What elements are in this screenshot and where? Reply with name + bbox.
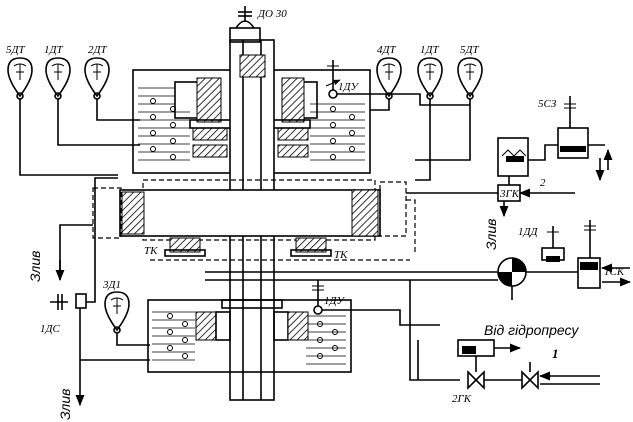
valve-1ds: 1ДС Злив [40,177,150,420]
gauge-3d1: 3Д1 [102,279,130,334]
label-vid-gidropresu: Від гідропресу [484,322,579,338]
label-zliv-mid: Злив [483,219,499,250]
label-5dt-left: 5ДТ [6,44,25,56]
label-3gk: 3ГК [499,188,520,200]
gauge-4dt-right: 4ДТ [376,44,402,100]
gauge-1dt-left: 1ДТ [44,44,71,100]
gauge-5dt-right: 5ДТ [457,44,483,100]
label-5dt-right: 5ДТ [460,44,479,56]
gauge-pipes [19,99,471,181]
valve-1sk: 1СК [577,220,632,289]
distributor-valve [497,257,578,300]
label-zliv-left: Злив [27,251,43,282]
valve-2gk: 2ГК 1 [417,339,600,405]
valve-3gk: 3ГК 2 Злив [406,176,575,250]
pressure-line [205,271,498,381]
label-1ds: 1ДС [40,323,60,335]
label-2dt-left: 2ДТ [88,44,107,56]
label-1du-top: 1ДУ [338,81,359,93]
gauge-5dt-left: 5ДТ [6,44,33,100]
label-1dd: 1ДД [518,226,538,238]
label-zliv-bottom: Злив [57,389,73,420]
valve-5sz: 5СЗ [497,96,613,182]
label-tk-left: ТК [144,245,158,257]
drain-left: Злив [27,224,93,282]
label-4dt-right: 4ДТ [377,44,396,56]
label-1dt-left: 1ДТ [44,44,63,56]
label-1: 1 [552,346,559,361]
label-2gk: 2ГК [452,393,472,405]
gauge-2dt-left: 2ДТ [84,44,110,100]
gauge-1dt-right: 1ДТ [417,44,443,100]
sensor-1du-bottom: 1ДУ [312,280,440,326]
label-3d1: 3Д1 [102,279,121,291]
label-2: 2 [540,177,546,189]
label-5sz: 5СЗ [538,98,557,110]
sensor-1dd: 1ДД [518,226,565,262]
upper-cylinder-block [132,69,371,174]
label-1du-bottom: 1ДУ [324,295,345,307]
label-tk-right: ТК [334,249,348,261]
valve-do30: ДО 30 [229,6,287,43]
roll-section: ТК ТК [92,179,416,261]
label-1dt-right: 1ДТ [420,44,439,56]
sensor-1du-top: 1ДУ [325,60,470,106]
label-do30: ДО 30 [257,8,287,20]
lower-cylinder-block [147,299,352,373]
